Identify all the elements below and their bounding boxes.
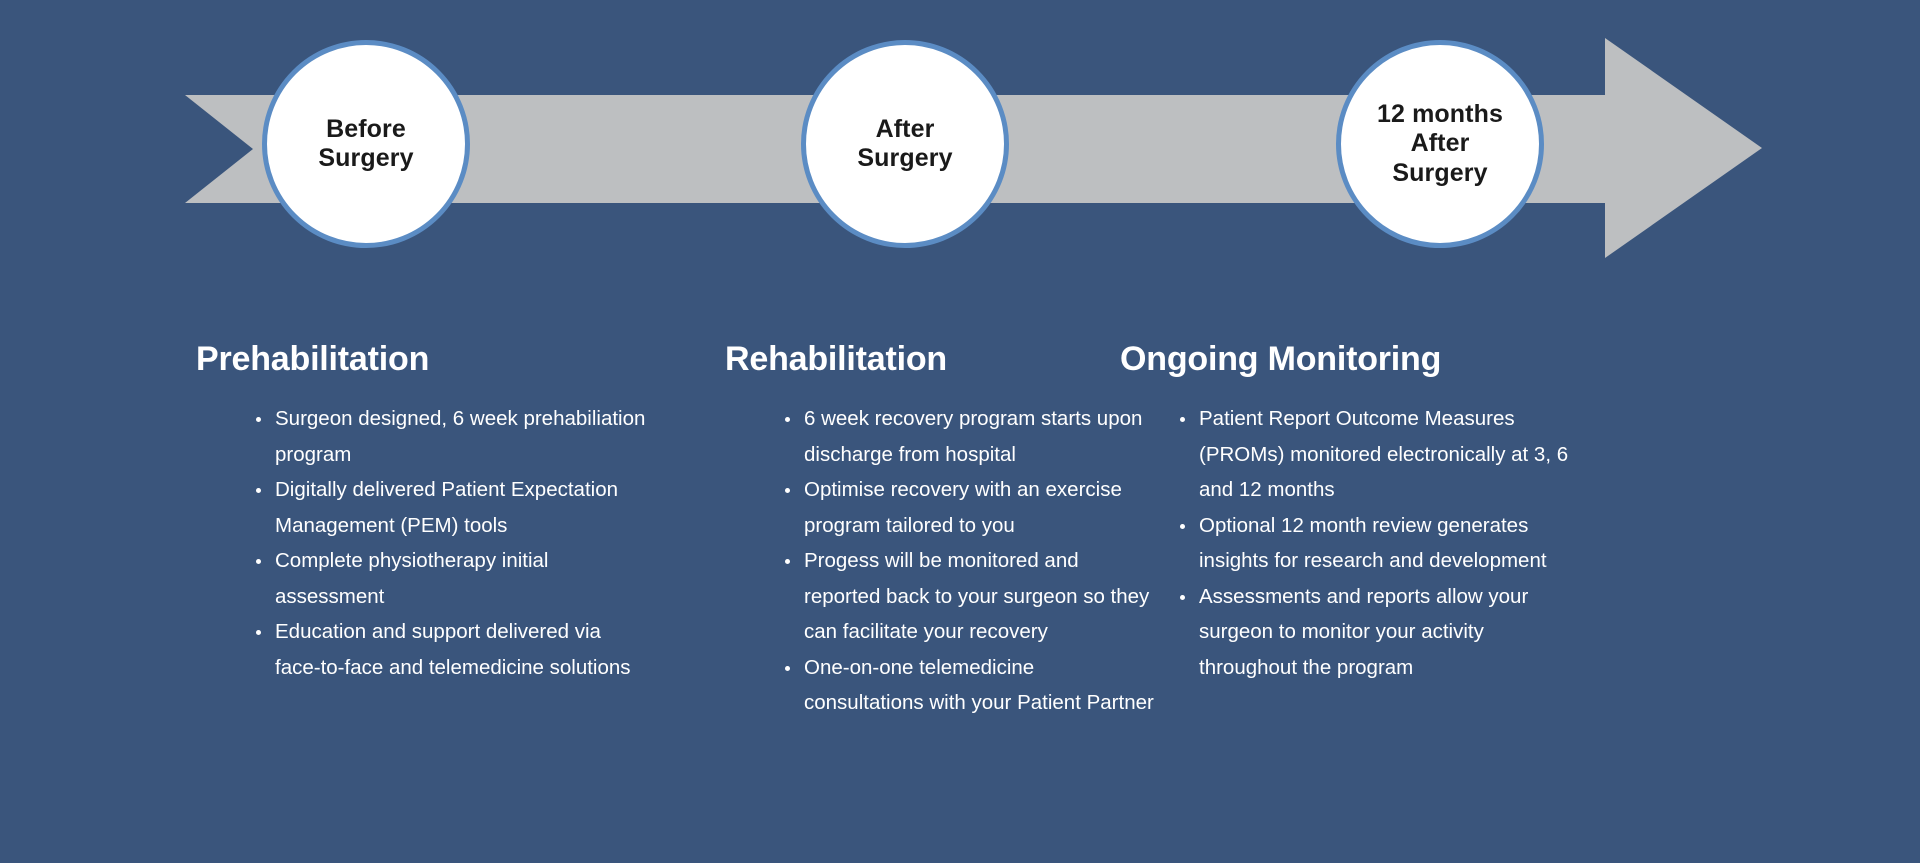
- milestone-before-surgery[interactable]: Before Surgery: [262, 40, 470, 248]
- milestone-label: After Surgery: [857, 114, 953, 172]
- list-item: Optional 12 month review generates insig…: [1172, 508, 1572, 579]
- milestone-after-surgery[interactable]: After Surgery: [801, 40, 1009, 248]
- list-item: Assessments and reports allow your surge…: [1172, 579, 1572, 686]
- phase-column-prehabilitation: Prehabilitation Surgeon designed, 6 week…: [0, 340, 645, 685]
- milestone-label: 12 months After Surgery: [1377, 100, 1503, 187]
- list-item: 6 week recovery program starts upon disc…: [777, 401, 1157, 472]
- bullet-list-rehabilitation: 6 week recovery program starts upon disc…: [725, 401, 1157, 721]
- phase-column-ongoing-monitoring: Ongoing Monitoring Patient Report Outcom…: [1065, 340, 1685, 685]
- bullet-list-prehabilitation: Surgeon designed, 6 week prehabiliation …: [196, 401, 648, 685]
- column-title-ongoing-monitoring: Ongoing Monitoring: [1120, 340, 1442, 378]
- column-title-rehabilitation: Rehabilitation: [725, 340, 947, 378]
- phase-column-rehabilitation: Rehabilitation 6 week recovery program s…: [535, 340, 1154, 721]
- list-item: Complete physiotherapy initial assessmen…: [248, 543, 648, 614]
- milestone-label: Before Surgery: [318, 114, 414, 172]
- bullet-list-ongoing-monitoring: Patient Report Outcome Measures (PROMs) …: [1120, 401, 1572, 685]
- list-item: Progess will be monitored and reported b…: [777, 543, 1157, 650]
- list-item: Patient Report Outcome Measures (PROMs) …: [1172, 401, 1572, 508]
- list-item: Optimise recovery with an exercise progr…: [777, 472, 1157, 543]
- list-item: Education and support delivered via face…: [248, 614, 648, 685]
- column-title-prehabilitation: Prehabilitation: [196, 340, 430, 378]
- timeline-banner: Before Surgery After Surgery 12 months A…: [0, 0, 1920, 265]
- list-item: Digitally delivered Patient Expectation …: [248, 472, 648, 543]
- list-item: One-on-one telemedicine consultations wi…: [777, 650, 1157, 721]
- list-item: Surgeon designed, 6 week prehabiliation …: [248, 401, 648, 472]
- milestone-12-months-after-surgery[interactable]: 12 months After Surgery: [1336, 40, 1544, 248]
- phase-columns: Prehabilitation Surgeon designed, 6 week…: [0, 340, 1920, 721]
